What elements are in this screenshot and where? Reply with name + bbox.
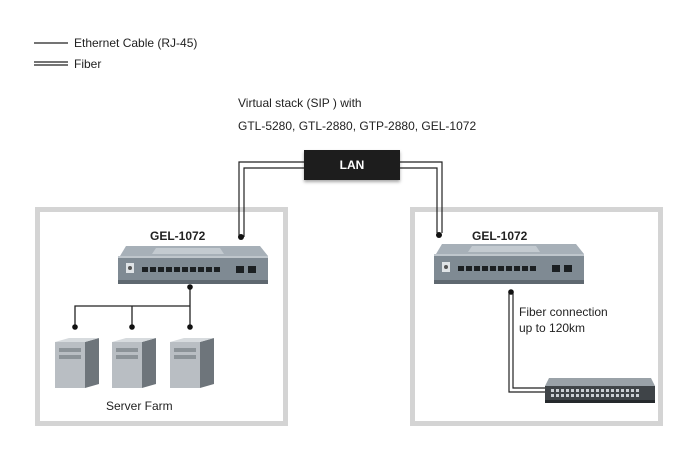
caption-line-1: Virtual stack (SIP ) with xyxy=(238,96,362,110)
fiber-note-line-2: up to 120km xyxy=(519,321,586,335)
fiber-legend-label: Fiber xyxy=(74,57,102,71)
right-switch-port-dot xyxy=(436,232,442,238)
right-switch-icon xyxy=(434,244,584,284)
left-switch-label: GEL-1072 xyxy=(150,229,206,243)
lan-to-right-switch-cable xyxy=(400,161,443,233)
server-icon-3 xyxy=(170,338,214,388)
lan-to-left-switch-cable-b xyxy=(243,167,304,237)
server-farm-cable xyxy=(74,287,191,327)
ethernet-legend-label: Ethernet Cable (RJ-45) xyxy=(74,36,198,50)
lan-label: LAN xyxy=(339,158,365,172)
lan-block: LAN xyxy=(304,150,400,180)
lan-to-left-switch-cable xyxy=(238,161,304,237)
rack-switch-icon xyxy=(545,378,655,403)
left-network-group xyxy=(35,207,288,426)
right-network-group xyxy=(410,207,663,426)
fiber-cable-a xyxy=(508,292,545,393)
fiber-cable-b xyxy=(512,292,545,389)
server-farm-label: Server Farm xyxy=(106,399,173,413)
caption-line-2: GTL-5280, GTL-2880, GTP-2880, GEL-1072 xyxy=(238,119,477,133)
fiber-note-line-1: Fiber connection xyxy=(519,305,608,319)
right-switch-label: GEL-1072 xyxy=(472,229,528,243)
left-switch-port-dot xyxy=(238,234,244,240)
server-icon-2 xyxy=(112,338,156,388)
left-switch-icon xyxy=(118,246,268,284)
server-icon-1 xyxy=(55,338,99,388)
lan-to-right-switch-cable-b xyxy=(400,167,438,233)
